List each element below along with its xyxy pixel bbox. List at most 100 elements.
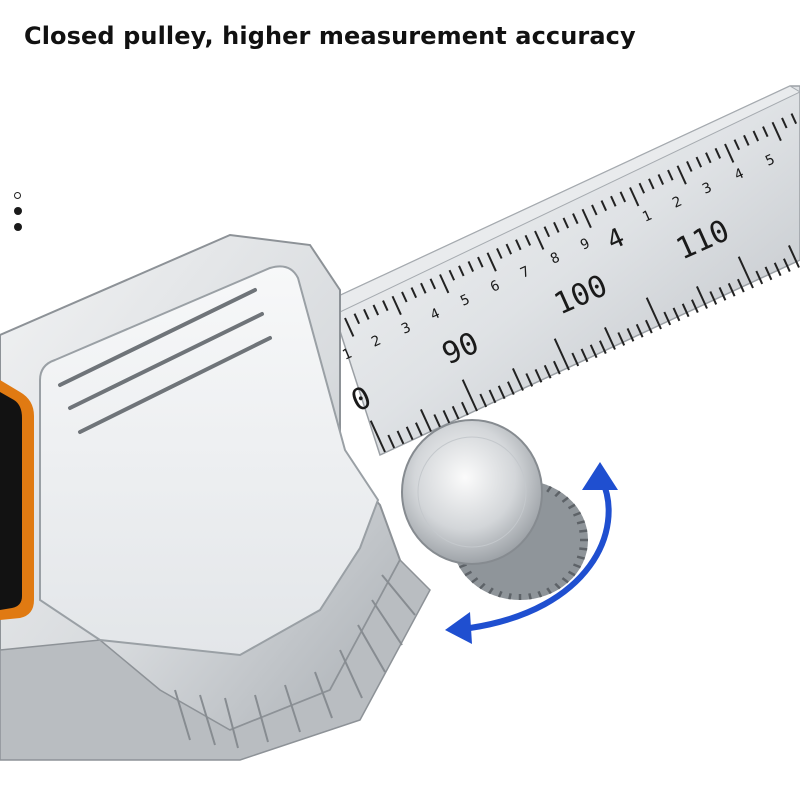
tick-mark bbox=[764, 266, 773, 281]
vernier-tick-mark bbox=[676, 165, 687, 185]
knurl-line bbox=[573, 563, 582, 569]
vernier-tick-mark bbox=[790, 113, 798, 125]
vernier-tick-mark bbox=[733, 139, 741, 151]
knurl-line bbox=[497, 590, 503, 598]
headline: Closed pulley, higher measurement accura… bbox=[24, 22, 636, 50]
vernier-tick-mark bbox=[505, 243, 513, 255]
tick-mark bbox=[461, 401, 469, 416]
tick-mark bbox=[599, 340, 607, 355]
tick-mark bbox=[737, 256, 754, 289]
tick-mark bbox=[525, 373, 534, 387]
tick-mark bbox=[534, 369, 543, 383]
vernier-tick-mark bbox=[648, 178, 655, 190]
tick-mark bbox=[755, 270, 764, 285]
tick-mark bbox=[635, 323, 644, 338]
knurl-line bbox=[576, 555, 585, 560]
carousel-dot[interactable] bbox=[14, 207, 22, 215]
tick-mark bbox=[415, 422, 423, 437]
knurl-line bbox=[561, 577, 569, 584]
vernier-tick-mark bbox=[581, 208, 592, 229]
tick-mark bbox=[672, 307, 681, 322]
vernier-tick-mark bbox=[429, 278, 437, 290]
vernier-tick-mark bbox=[714, 147, 722, 159]
knurl-line bbox=[546, 485, 552, 493]
vernier-tick-mark bbox=[762, 126, 769, 138]
vernier-tick-mark bbox=[724, 143, 735, 163]
tick-mark bbox=[553, 360, 561, 375]
tick-mark bbox=[507, 381, 515, 396]
vernier-tick-mark bbox=[572, 213, 579, 225]
vernier-tick-mark bbox=[382, 300, 389, 312]
vernier-tick-mark bbox=[781, 117, 788, 129]
tick-mark bbox=[788, 245, 800, 268]
scale-ticks bbox=[344, 113, 800, 453]
vernier-tick-mark bbox=[524, 234, 532, 246]
tick-mark bbox=[405, 426, 414, 441]
knurl-line bbox=[579, 529, 588, 533]
tick-mark bbox=[442, 410, 451, 424]
vernier-tick-mark bbox=[771, 121, 782, 142]
vernier-tick-mark bbox=[363, 308, 370, 320]
tick-mark bbox=[479, 393, 488, 408]
knurl-line bbox=[471, 577, 479, 584]
tick-mark bbox=[696, 286, 708, 309]
carousel-indicator bbox=[14, 192, 28, 239]
tick-mark bbox=[580, 348, 589, 363]
vernier-tick-mark bbox=[619, 191, 627, 203]
tick-mark bbox=[553, 338, 570, 371]
tick-mark bbox=[617, 332, 626, 346]
knurl-line bbox=[528, 593, 532, 600]
tick-mark bbox=[626, 328, 635, 342]
cover-plate bbox=[39, 265, 380, 657]
rotation-arrow-icon bbox=[445, 462, 618, 644]
vernier-tick-mark bbox=[467, 261, 475, 272]
knurl-line bbox=[573, 511, 582, 517]
vernier-tick-mark bbox=[391, 295, 402, 316]
tick-mark bbox=[488, 389, 497, 404]
tick-mark bbox=[645, 319, 653, 334]
thumb-roller-knob[interactable] bbox=[401, 419, 588, 600]
knurl-line bbox=[567, 570, 576, 577]
tick-mark bbox=[420, 409, 432, 432]
vernier-tick-mark bbox=[591, 204, 598, 216]
vernier-tick-mark bbox=[372, 304, 380, 316]
knurl-line bbox=[546, 587, 552, 595]
knurl-line bbox=[537, 590, 543, 598]
vernier-tick-mark bbox=[496, 247, 503, 259]
lcd-display-edge bbox=[0, 380, 34, 620]
tick-mark bbox=[604, 327, 616, 350]
vernier-tick-mark bbox=[600, 200, 608, 212]
tick-mark bbox=[783, 258, 791, 273]
tick-mark bbox=[451, 405, 460, 420]
tick-mark bbox=[589, 344, 598, 359]
knurl-line bbox=[576, 520, 585, 525]
vernier-tick-mark bbox=[448, 269, 456, 281]
vernier-tick-mark bbox=[420, 282, 427, 294]
carousel-dot[interactable] bbox=[14, 223, 22, 231]
vernier-tick-mark bbox=[610, 195, 617, 207]
vernier-tick-mark bbox=[695, 156, 703, 168]
vernier-tick-mark bbox=[562, 217, 570, 229]
tick-mark bbox=[571, 352, 580, 367]
vernier-tick-mark bbox=[553, 221, 560, 233]
knurl-line bbox=[464, 570, 473, 577]
knurl-line bbox=[479, 582, 486, 590]
tick-mark bbox=[543, 364, 552, 379]
vernier-tick-mark bbox=[543, 226, 551, 238]
tick-mark bbox=[369, 420, 386, 453]
knurl-line bbox=[458, 563, 467, 569]
vernier-tick-mark bbox=[401, 291, 408, 303]
tick-mark bbox=[387, 434, 396, 449]
tick-mark bbox=[461, 379, 478, 412]
tick-mark bbox=[718, 287, 727, 301]
vernier-tick-mark bbox=[439, 274, 450, 294]
vernier-tick-mark bbox=[705, 152, 712, 164]
knurl-line bbox=[554, 490, 561, 498]
carousel-dot-inactive[interactable] bbox=[14, 192, 21, 199]
tick-mark bbox=[396, 430, 405, 445]
tick-mark bbox=[512, 368, 524, 391]
tick-mark bbox=[737, 278, 745, 293]
vernier-tick-mark bbox=[743, 134, 750, 146]
vernier-tick-mark bbox=[486, 252, 497, 272]
main-beam bbox=[329, 85, 800, 457]
